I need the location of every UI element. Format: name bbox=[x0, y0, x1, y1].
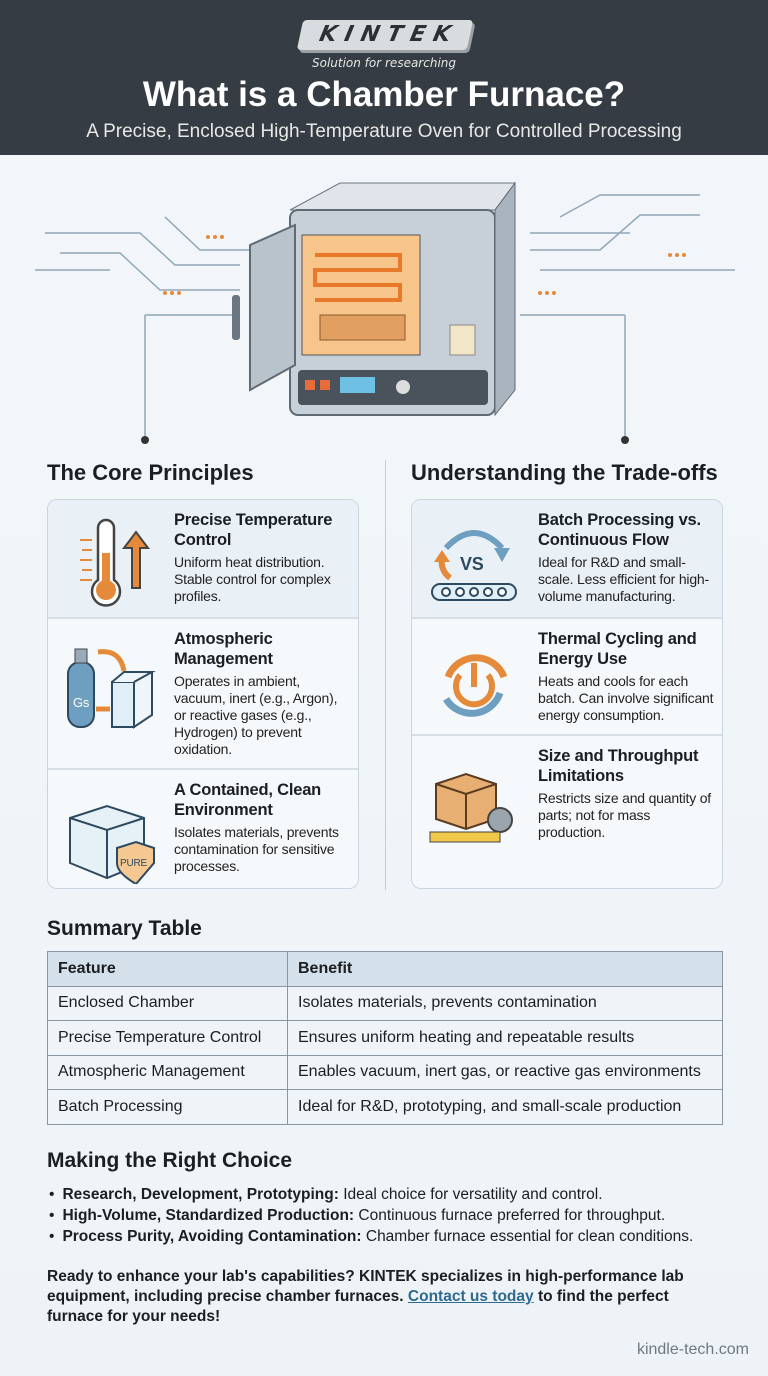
header: KINTEK Solution for researching What is … bbox=[0, 0, 768, 155]
item-text: Isolates materials, prevents contaminati… bbox=[174, 824, 339, 874]
box-measure-icon bbox=[429, 772, 513, 843]
power-cycle-icon bbox=[443, 654, 508, 717]
summary-table-heading: Summary Table bbox=[47, 917, 202, 940]
item-title: Batch Processing vs. Continuous Flow bbox=[538, 511, 701, 549]
item-text: Restricts size and quantity of parts; no… bbox=[538, 790, 711, 840]
item-title: A Contained, Clean Environment bbox=[174, 781, 322, 819]
table-cell: Enables vacuum, inert gas, or reactive g… bbox=[287, 1054, 723, 1090]
item-text: Ideal for R&D and small-scale. Less effi… bbox=[538, 554, 709, 604]
tagline: Solution for researching bbox=[311, 56, 456, 70]
item-title: Atmospheric Management bbox=[174, 630, 273, 668]
svg-text:VS: VS bbox=[460, 554, 484, 574]
core-principles-heading: The Core Principles bbox=[47, 460, 254, 485]
choice-list: Research, Development, Prototyping: Idea… bbox=[47, 1184, 693, 1247]
table-cell: Isolates materials, prevents contaminati… bbox=[287, 985, 723, 1021]
column-divider bbox=[385, 460, 386, 890]
item-text: Heats and cools for each batch. Can invo… bbox=[538, 673, 714, 723]
right-choice-heading: Making the Right Choice bbox=[47, 1149, 293, 1172]
item-title: Size and Throughput Limitations bbox=[538, 747, 699, 785]
svg-text:Gs: Gs bbox=[73, 695, 90, 710]
footer-url: kindle-tech.com bbox=[636, 1341, 749, 1358]
svg-text:PURE: PURE bbox=[120, 858, 148, 869]
tradeoff-item: Size and Throughput Limitations Restrict… bbox=[412, 734, 722, 888]
table-cell: Atmospheric Management bbox=[47, 1054, 288, 1090]
contact-us-link[interactable]: Contact us today bbox=[407, 1288, 534, 1305]
table-cell: Precise Temperature Control bbox=[47, 1020, 288, 1056]
item-text: Uniform heat distribution. Stable contro… bbox=[174, 554, 331, 604]
item-title: Thermal Cycling and Energy Use bbox=[538, 630, 697, 668]
principle-item: PURE A Contained, Clean Environment Isol… bbox=[48, 768, 358, 888]
tradeoff-item: VS Batch Processing vs. Continuous Flow … bbox=[412, 500, 722, 617]
table-cell: Batch Processing bbox=[47, 1089, 288, 1125]
pure-box-icon: PURE bbox=[69, 804, 155, 884]
page-subtitle: A Precise, Enclosed High-Temperature Ove… bbox=[86, 121, 682, 142]
principle-item: Gs Atmospheric Management Operates in am… bbox=[48, 617, 358, 768]
page-title: What is a Chamber Furnace? bbox=[142, 75, 626, 114]
list-item: Research, Development, Prototyping: Idea… bbox=[47, 1184, 693, 1205]
list-item: High-Volume, Standardized Production: Co… bbox=[47, 1205, 693, 1226]
core-principles-card: Precise Temperature Control Uniform heat… bbox=[47, 499, 359, 889]
chamber-furnace-illustration bbox=[35, 181, 735, 444]
tradeoff-item: Thermal Cycling and Energy Use Heats and… bbox=[412, 617, 722, 734]
principle-item: Precise Temperature Control Uniform heat… bbox=[48, 500, 358, 617]
table-cell: Ideal for R&D, prototyping, and small-sc… bbox=[287, 1089, 723, 1125]
kintek-logo: KINTEK bbox=[296, 20, 474, 50]
gas-cylinder-icon: Gs bbox=[67, 648, 156, 729]
table-cell: Enclosed Chamber bbox=[47, 985, 288, 1021]
tradeoffs-heading: Understanding the Trade-offs bbox=[411, 460, 718, 485]
table-cell: Ensures uniform heating and repeatable r… bbox=[287, 1020, 723, 1056]
tradeoffs-card: VS Batch Processing vs. Continuous Flow … bbox=[411, 499, 723, 889]
list-item: Process Purity, Avoiding Contamination: … bbox=[47, 1226, 693, 1247]
thermometer-icon bbox=[80, 518, 150, 607]
column-header: Feature bbox=[47, 951, 288, 987]
item-text: Operates in ambient, vacuum, inert (e.g.… bbox=[174, 673, 338, 757]
item-title: Precise Temperature Control bbox=[174, 511, 333, 549]
batch-vs-conveyor-icon: VS bbox=[431, 530, 517, 601]
call-to-action: Ready to enhance your lab's capabilities… bbox=[47, 1268, 684, 1325]
column-header: Benefit bbox=[287, 951, 723, 987]
